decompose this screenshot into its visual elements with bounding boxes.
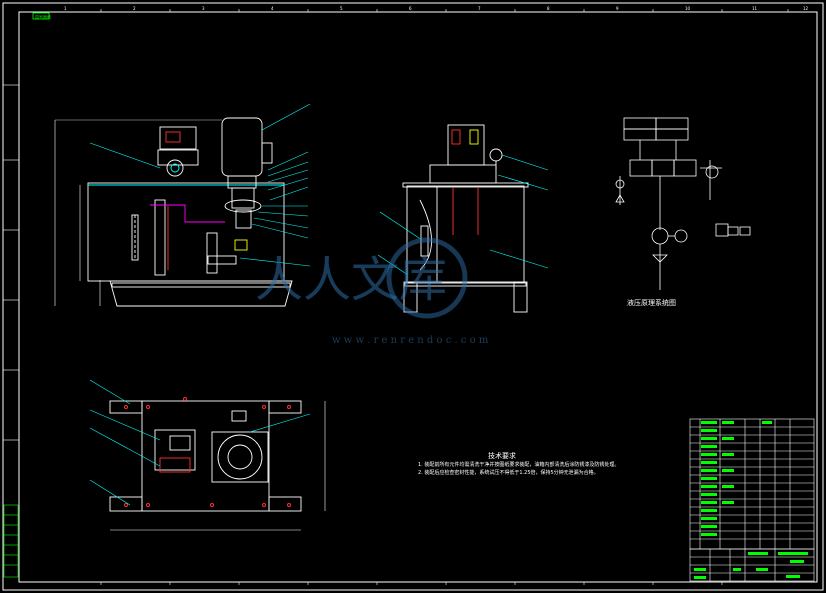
watermark: 人人文库 w w w . r e n r e n d o c . c o m — [255, 237, 489, 346]
col-label: 11 — [752, 6, 758, 11]
tech-req-line-1: 1. 装配前所有元件均需清洗干净并按图纸要求装配，油箱内部清洗后涂防锈漆及防锈处… — [418, 461, 619, 468]
tech-req-title: 技术要求 — [488, 451, 516, 460]
bottom-ruler — [100, 582, 723, 585]
hydraulic-schematic — [615, 117, 751, 290]
watermark-logo — [386, 237, 468, 319]
col-label: 7 — [478, 6, 481, 11]
top-ruler-labels: 1 2 3 4 5 6 7 8 9 10 11 12 — [64, 6, 809, 11]
left-ruler — [3, 84, 19, 441]
frame-tag: 四号图纸 — [35, 14, 51, 20]
front-view — [54, 103, 311, 307]
col-label: 12 — [803, 6, 809, 11]
watermark-text: 人人文库 — [255, 252, 447, 308]
parts-list — [689, 418, 815, 550]
col-label: 4 — [271, 6, 274, 11]
schematic-title: 液压原理系统图 — [627, 298, 676, 307]
tank-base — [109, 280, 293, 307]
top-view — [89, 379, 326, 531]
title-block — [689, 548, 815, 582]
motor — [221, 117, 263, 177]
left-stamp — [3, 504, 19, 578]
col-label: 9 — [616, 6, 619, 11]
top-tank — [141, 400, 270, 512]
col-label: 1 — [64, 6, 67, 11]
col-label: 6 — [409, 6, 412, 11]
inner-frame — [18, 11, 818, 583]
tech-req-line-2: 2. 装配后应检查密封性能，系统试压不得低于1.25倍，保持5分钟无泄漏为合格。 — [418, 469, 599, 476]
col-label: 5 — [340, 6, 343, 11]
title-block-text — [694, 552, 808, 579]
col-label: 8 — [547, 6, 550, 11]
parts-list-text — [701, 421, 772, 536]
top-ruler — [100, 9, 789, 12]
frame-tag-box — [32, 12, 50, 20]
col-label: 10 — [685, 6, 691, 11]
col-label: 2 — [133, 6, 136, 11]
col-label: 3 — [202, 6, 205, 11]
watermark-url: w w w . r e n r e n d o c . c o m — [332, 335, 489, 346]
